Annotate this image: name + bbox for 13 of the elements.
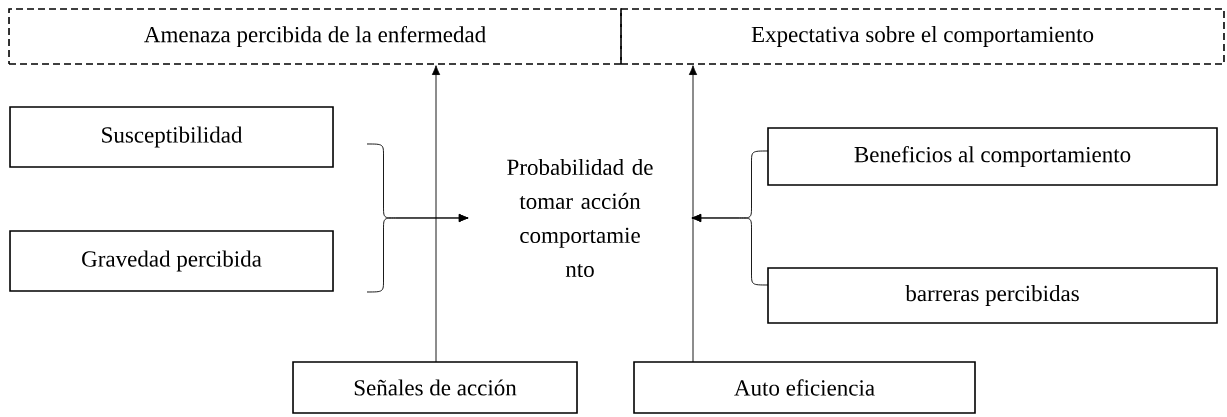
process-box: Beneficios al comportamiento bbox=[767, 127, 1218, 186]
arrow bbox=[688, 65, 698, 363]
dashed-box: Amenaza percibida de la enfermedad bbox=[8, 8, 622, 65]
process-box: Susceptibilidad bbox=[9, 106, 334, 168]
arrow bbox=[431, 65, 441, 363]
bracket-arrow bbox=[366, 213, 469, 293]
bracket-arrow bbox=[691, 213, 769, 286]
process-box: Gravedad percibida bbox=[9, 230, 334, 292]
dashed-box: Expectativa sobre el comportamiento bbox=[620, 8, 1225, 65]
process-box: Señales de acción bbox=[292, 361, 578, 414]
process-box: barreras percibidas bbox=[767, 267, 1218, 324]
process-box: Auto eficiencia bbox=[633, 361, 976, 414]
center-text: Probabilidad de tomar acción comportamie nto bbox=[507, 158, 653, 278]
